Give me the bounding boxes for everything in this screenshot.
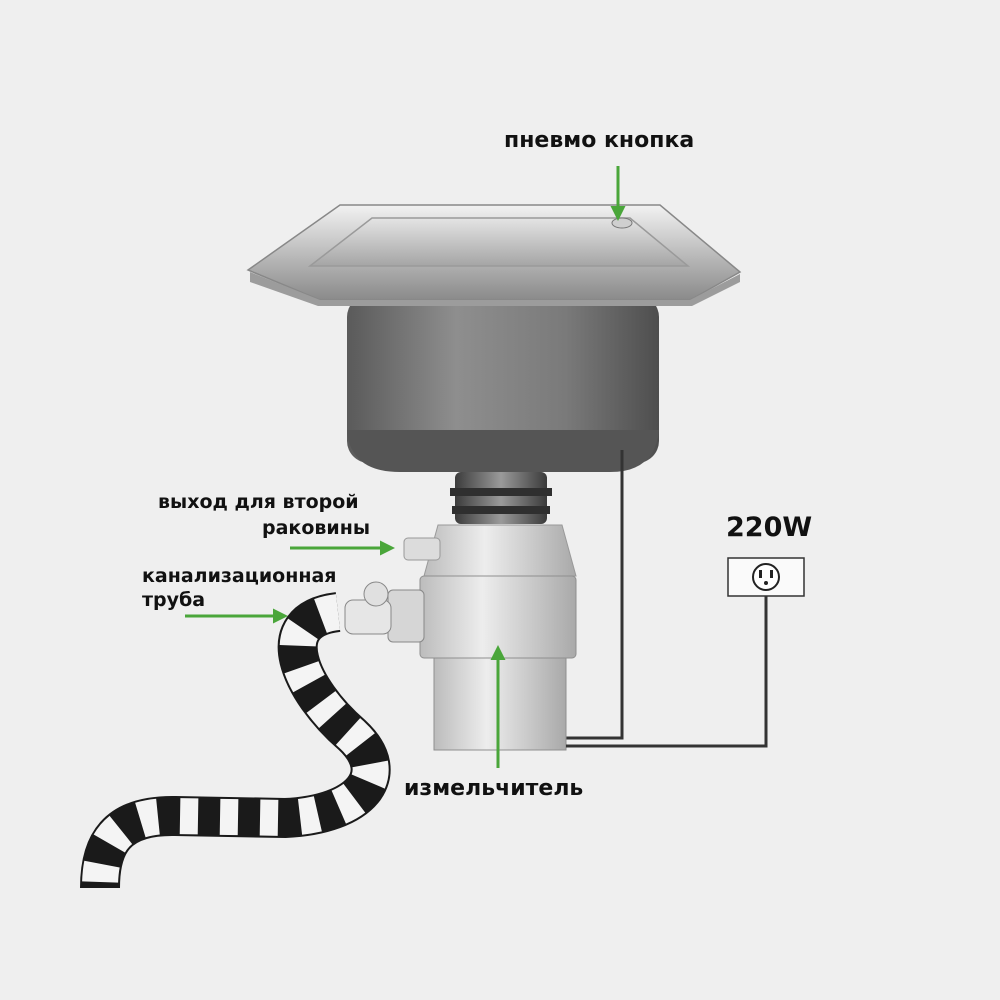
disposer-base [433,657,567,751]
corrugated-drain-pipe-icon [80,592,391,889]
air-button-label: пневмо кнопка [504,128,695,153]
drain-flange [387,589,425,643]
sewer-pipe-label-line2: труба [142,589,206,611]
drain-pipe-cap [363,581,389,607]
pointer-arrows [185,166,626,768]
sink-bowl-bottom [347,430,659,472]
food-waste-disposer-icon [344,472,577,751]
second-sink-outlet-label-line1: выход для второй [158,491,359,513]
sink-basin-inner [307,217,691,267]
sink-bowl [347,295,659,463]
socket-face [752,563,780,591]
air-button-icon [611,217,633,229]
disposer-motor-housing [419,575,577,659]
second-sink-outlet-nozzle [403,537,441,561]
sink-rim-edge [250,272,740,306]
second-sink-outlet-label-line2: раковины [262,517,371,539]
sink-icon [246,204,742,472]
wall-socket-icon [727,557,805,597]
power-cable [566,592,768,748]
disposer-upper-housing [423,524,577,577]
sewer-pipe-label-line1: канализационная [142,565,337,587]
power-label: 220W [726,512,813,543]
grinder-label: измельчитель [404,776,584,801]
disposer-mount-ring [455,472,547,524]
air-switch-tube [566,450,624,740]
drain-pipe-elbow [344,599,392,635]
